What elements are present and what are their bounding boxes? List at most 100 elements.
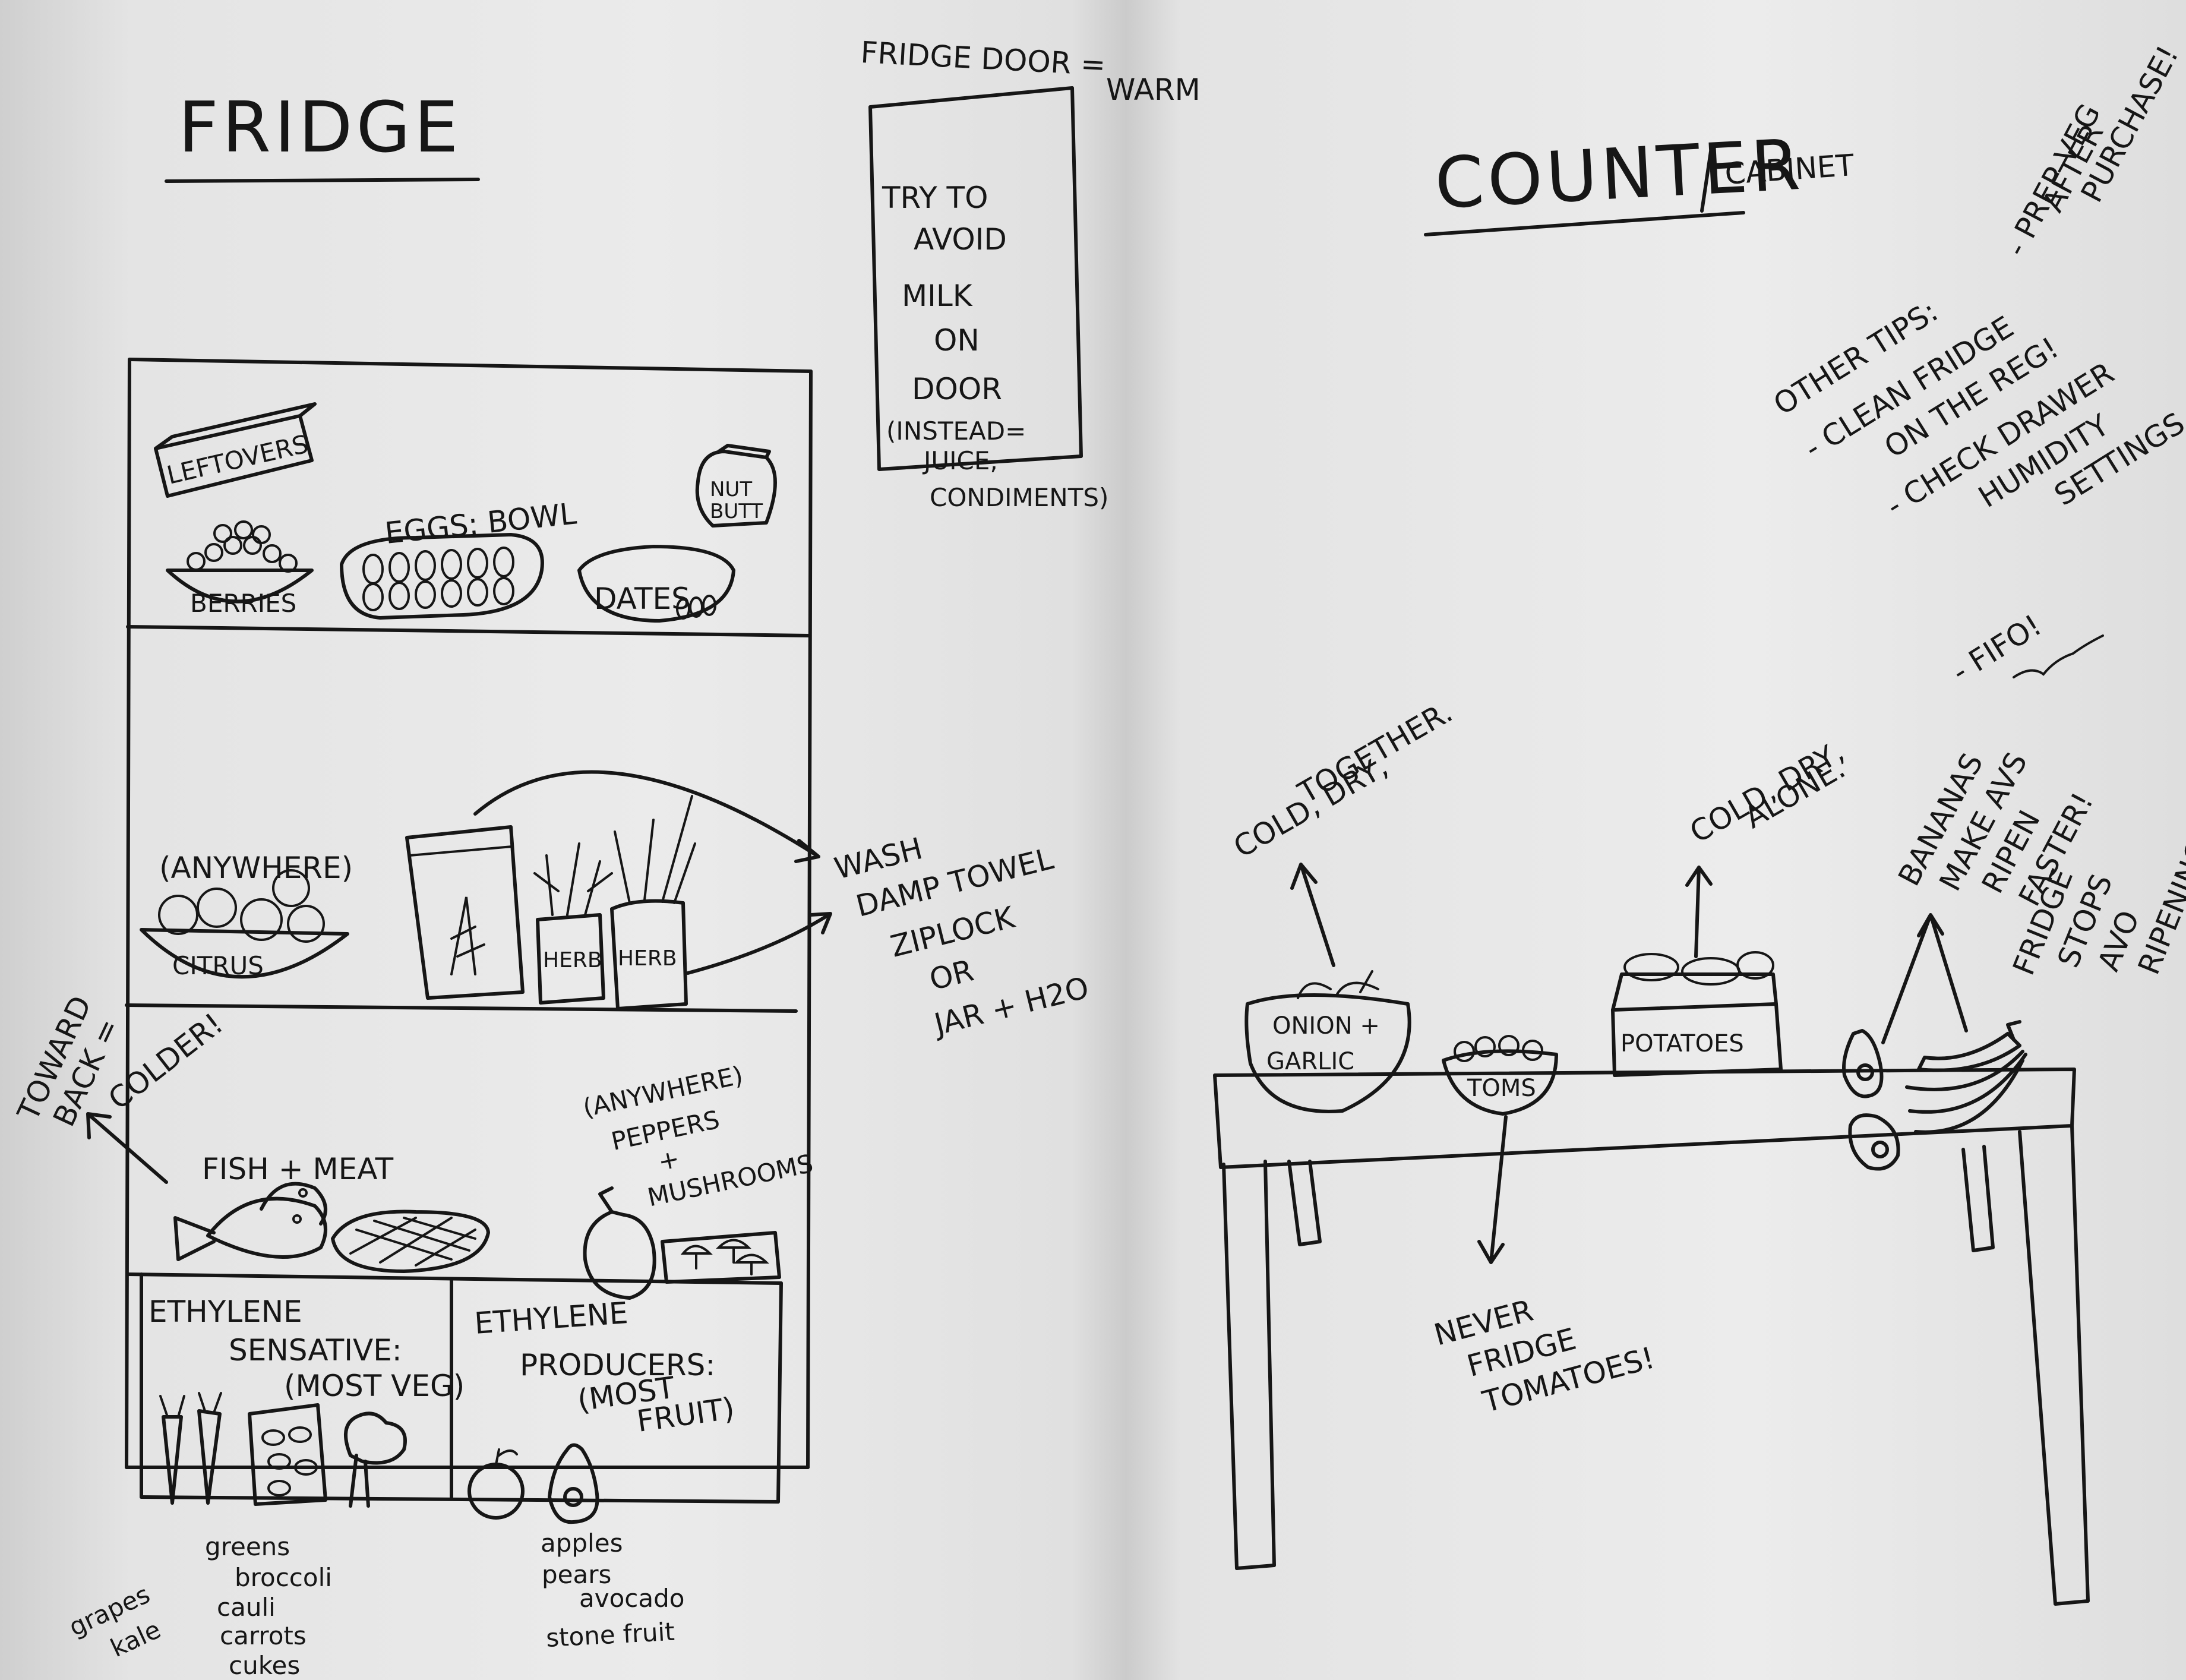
peppers-line-3: + [656, 1144, 683, 1176]
list-avocado: avocado [579, 1584, 684, 1613]
apple-drawing [467, 1448, 525, 1520]
potatoes-label: POTATOES [1620, 1030, 1744, 1057]
shelf-2 [125, 1003, 798, 1013]
ethylene-sensitive-label: ETHYLENE SENSATIVE: (MOST VEG) [149, 1294, 465, 1403]
prep-veg-tip: - PREP VEG AFTER PURCHASE! [1998, 40, 2185, 261]
fifo-squiggle [2013, 634, 2104, 678]
leftovers-container: LEFTOVERS [154, 402, 317, 498]
never-fridge-note: NEVER FRIDGE TOMATOES! [1430, 1293, 1658, 1420]
bananas-drawing [1905, 1020, 2027, 1134]
list-carrots: carrots [220, 1621, 307, 1650]
counter-title-underline [1424, 211, 1745, 236]
list-broccoli: broccoli [235, 1563, 332, 1592]
door-note-line-7: JUICE, [922, 446, 998, 475]
shelf-1 [126, 625, 811, 637]
nut-butter-line-2: BUTT [710, 500, 763, 523]
nut-butter-line-1: NUT [710, 478, 752, 501]
herb-label-2: HERB [618, 946, 677, 971]
cold-together-line-2: TOGETHER. [1292, 694, 1458, 810]
wash-line-4: OR [926, 953, 977, 997]
sensitive-produce-list: grapes kale greens broccoli cauli carrot… [65, 1532, 332, 1680]
peppers-note: (ANYWHERE) PEPPERS + MUSHROOMS [580, 1060, 816, 1212]
eggs-bowl [340, 533, 544, 620]
list-cauli: cauli [217, 1593, 276, 1622]
fridge-door-warm: WARM [1106, 72, 1201, 107]
carrots-drawing [159, 1392, 222, 1505]
cold-alone-note: COLD, DRY, ALONE. [1684, 734, 1851, 850]
herb-jar-2: HERB [610, 795, 696, 1010]
cold-together-note: COLD, DRY, TOGETHER. [1228, 694, 1458, 864]
door-note-line-2: AVOID [914, 222, 1007, 257]
mushroom-box [661, 1231, 781, 1284]
door-note-line-5: DOOR [912, 372, 1002, 406]
avocados-drawing [1842, 1029, 1900, 1171]
counter-table [1213, 1068, 2090, 1606]
door-note-line-1: TRY TO [882, 181, 988, 215]
greens-bag-drawing [248, 1403, 327, 1506]
sensitive-line-1: ETHYLENE [149, 1294, 302, 1329]
sensitive-line-3: (MOST VEG) [284, 1369, 465, 1403]
peppers-line-1: (ANYWHERE) [580, 1060, 745, 1123]
ziplock-bag [405, 825, 525, 1000]
counter-slash [1700, 150, 1713, 213]
colder-arrow [86, 1112, 168, 1184]
citrus-anywhere: (ANYWHERE) [159, 851, 353, 885]
fridge-door-box [868, 86, 1083, 471]
herb-jar-1: HERB [533, 842, 613, 1005]
herb-label-1: HERB [543, 948, 602, 972]
list-cukes: cukes [229, 1651, 300, 1680]
berries-label: BERRIES [190, 589, 296, 618]
dates-label: DATES [594, 582, 690, 616]
list-stone-fruit: stone fruit [545, 1617, 675, 1653]
door-note-line-3: MILK [902, 279, 973, 313]
tomatoes-bowl: TOMS [1442, 1035, 1558, 1116]
list-pears: pears [542, 1560, 611, 1589]
never-arrow [1477, 1115, 1508, 1264]
wash-note: WASH DAMP TOWEL ZIPLOCK OR JAR + H2O [831, 831, 1092, 1042]
citrus-bowl: CITRUS [140, 869, 349, 980]
producers-line-2: PRODUCERS: [520, 1348, 715, 1382]
herb-arrows [473, 770, 832, 975]
broccoli-drawing [344, 1411, 407, 1508]
door-note-line-8: CONDIMENTS) [930, 483, 1108, 512]
tip-fifo: - FIFO! [1946, 608, 2048, 689]
door-note-line-6: (INSTEAD= [886, 416, 1026, 446]
fish-meat-label: FISH + MEAT [202, 1152, 394, 1186]
toms-label: TOMS [1467, 1075, 1536, 1102]
fridge-title: FRIDGE [178, 86, 462, 168]
leftovers-label: LEFTOVERS [164, 429, 311, 490]
counter-title: COUNTER [1433, 124, 1805, 225]
onion-label-2: GARLIC [1266, 1048, 1354, 1075]
producers-line-1: ETHYLENE [473, 1296, 629, 1341]
stops-line-4: RIPENING [2131, 835, 2186, 980]
cold-alone-arrow [1685, 866, 1713, 958]
door-note-line-4: ON [934, 323, 980, 358]
fridge-title-underline [165, 178, 480, 183]
steak-drawing [331, 1210, 490, 1273]
onion-label-1: ONION + [1272, 1012, 1380, 1040]
list-apples: apples [541, 1529, 623, 1558]
fish-drawing [173, 1182, 327, 1261]
nut-butter-jar: NUT BUTT [695, 444, 777, 528]
dates-bowl: DATES [577, 545, 735, 623]
avocado-drawing [548, 1443, 599, 1524]
colder-label: COLDER! [102, 1006, 230, 1116]
bananas-arrow [1881, 913, 1968, 1044]
cold-together-arrow [1290, 863, 1335, 967]
pepper-drawing [583, 1186, 656, 1300]
producer-produce-list: apples pears avocado stone fruit [541, 1529, 684, 1653]
citrus-label: CITRUS [172, 951, 264, 980]
fridge-door-note: TRY TO AVOID MILK ON DOOR (INSTEAD= JUIC… [882, 181, 1108, 512]
onion-garlic-bowl: ONION + GARLIC [1244, 970, 1411, 1113]
fridge-door-title: FRIDGE DOOR = [860, 35, 1106, 83]
berries-bowl: BERRIES [166, 520, 314, 618]
list-greens: greens [205, 1532, 290, 1561]
ethylene-producers-label: ETHYLENE PRODUCERS: (MOST FRUIT) [473, 1296, 737, 1439]
eggs-label: EGGS: BOWL [383, 496, 578, 551]
sensitive-line-2: SENSATIVE: [229, 1333, 402, 1368]
other-tips: OTHER TIPS: - CLEAN FRIDGE ON THE REG! -… [1768, 294, 2186, 523]
crisper-drawers [140, 1272, 783, 1504]
potato-box: POTATOES [1611, 951, 1783, 1077]
